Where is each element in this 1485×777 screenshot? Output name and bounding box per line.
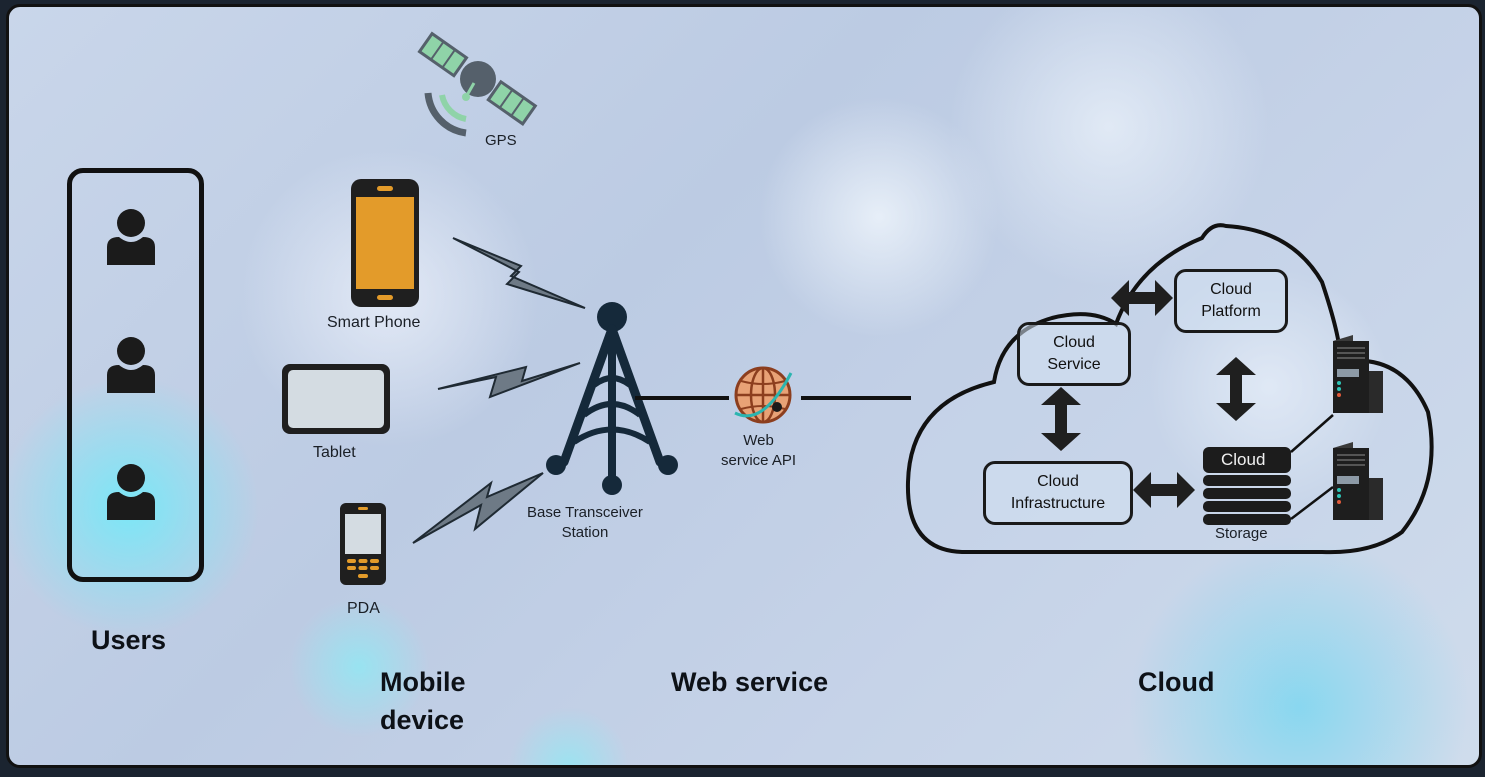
tower-api-connector xyxy=(635,396,729,400)
web-service-heading: Web service xyxy=(671,667,829,697)
double-arrow-vertical-icon xyxy=(1041,387,1081,451)
diagram-frame: GPS Smart Phone Tablet PDA xyxy=(6,4,1482,768)
api-label-line2: service API xyxy=(721,452,797,469)
users-group xyxy=(67,168,204,582)
double-arrow-horizontal-icon xyxy=(1111,280,1173,316)
cloud-service-line1: Cloud xyxy=(1053,334,1095,351)
double-arrow-vertical-icon xyxy=(1216,357,1256,421)
globe-icon xyxy=(734,366,793,424)
storage-db-label: Cloud xyxy=(1221,450,1266,469)
smartphone-label: Smart Phone xyxy=(327,314,421,331)
pda-icon xyxy=(340,503,386,585)
cloud-platform-line1: Cloud xyxy=(1210,281,1252,298)
double-arrow-horizontal-icon xyxy=(1133,472,1195,508)
tower-label-line2: Station xyxy=(561,524,609,541)
cloud-service-line2: Service xyxy=(1047,356,1101,373)
server-connector-lines xyxy=(1290,414,1334,520)
cloud-heading: Cloud xyxy=(1138,667,1215,697)
tablet-label: Tablet xyxy=(313,444,356,461)
gps-label: GPS xyxy=(485,132,517,149)
cloud-infrastructure-line1: Cloud xyxy=(1037,473,1079,490)
pda-label: PDA xyxy=(347,600,380,617)
cloud-infrastructure-line2: Infrastructure xyxy=(1010,495,1106,512)
api-label: Web service API xyxy=(721,431,796,471)
api-label-line1: Web xyxy=(743,432,774,449)
wireless-signal-icon xyxy=(412,472,544,544)
storage-caption: Storage xyxy=(1215,525,1268,542)
api-cloud-connector xyxy=(801,396,911,400)
user-icon xyxy=(107,209,155,265)
database-icon xyxy=(1203,447,1291,525)
smartphone-icon xyxy=(351,179,419,307)
mobile-device-heading-line2: device xyxy=(380,705,465,735)
tower-label: Base Transceiver Station xyxy=(527,503,643,543)
mobile-device-heading-line1: Mobile xyxy=(380,667,466,697)
tower-label-line1: Base Transceiver xyxy=(527,504,643,521)
users-heading: Users xyxy=(91,625,167,655)
user-icon xyxy=(107,464,155,520)
satellite-icon xyxy=(417,31,538,137)
user-icon xyxy=(107,337,155,393)
tablet-icon xyxy=(282,364,390,434)
mobile-device-heading: Mobile device xyxy=(380,663,466,739)
cloud-platform-line2: Platform xyxy=(1201,303,1261,320)
wireless-signal-icon xyxy=(437,362,581,399)
server-icon xyxy=(1333,335,1383,413)
wireless-signal-icon xyxy=(452,237,586,309)
server-icon xyxy=(1333,442,1383,520)
cell-tower-icon xyxy=(546,302,678,495)
